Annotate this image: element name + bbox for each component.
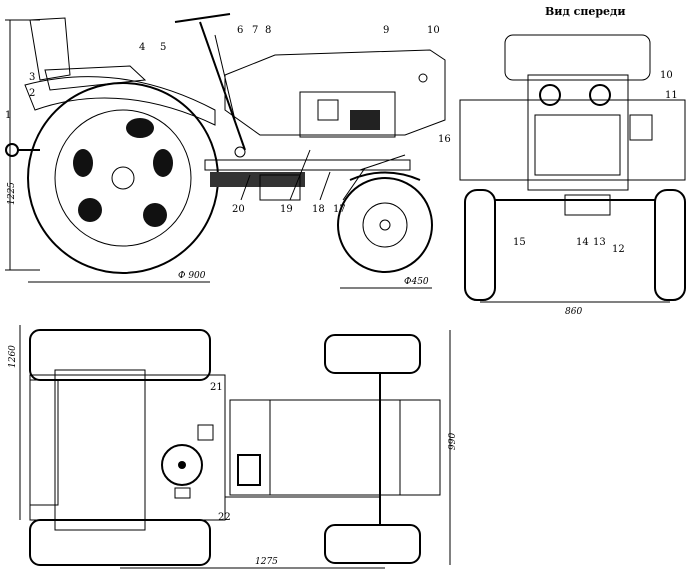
- top-front-wheel-lower: [324, 524, 421, 564]
- front-fender: [349, 171, 421, 181]
- callout-20: 20: [232, 204, 245, 215]
- front-right-wheel: [654, 189, 686, 301]
- callout-8: 8: [265, 25, 271, 36]
- front-view: Вид спереди 860 10 11 12 13 14 15: [459, 5, 686, 317]
- dim-length-top: 990: [448, 433, 458, 450]
- callout-19: 19: [280, 204, 293, 215]
- callout-18: 18: [312, 204, 325, 215]
- front-view-title: Вид спереди: [545, 5, 626, 18]
- main-frame: [204, 159, 411, 171]
- callout-10: 10: [427, 25, 440, 36]
- seat-back: [29, 17, 71, 81]
- front-canopy: [504, 34, 651, 81]
- dim-wheelbase: 1275: [255, 557, 278, 567]
- callout-9: 9: [383, 25, 389, 36]
- callout-22: 22: [218, 512, 231, 523]
- dim-height-side: 1225: [7, 182, 17, 205]
- callout-10-front: 10: [660, 70, 673, 81]
- callout-3: 3: [29, 72, 35, 83]
- top-steering-wheel: [161, 444, 203, 486]
- front-wheel-tyre: [337, 177, 433, 273]
- callout-17: 17: [333, 204, 346, 215]
- front-left-wheel: [464, 189, 496, 301]
- top-hood-panel: [269, 399, 401, 496]
- callout-7: 7: [252, 25, 258, 36]
- side-view: 1225 Ф 900 Ф450 1 2 3 4 5 6 7 8 9 10 16 …: [5, 13, 451, 289]
- callout-16: 16: [438, 134, 451, 145]
- headlight-right: [589, 84, 611, 106]
- engine-block: [299, 91, 396, 138]
- dim-rear-wheel: Ф 900: [178, 271, 206, 281]
- callout-13: 13: [593, 237, 606, 248]
- callout-15: 15: [513, 237, 526, 248]
- rear-hitch: [5, 143, 19, 157]
- steering-column: [199, 21, 246, 151]
- front-wheel-rim: [362, 202, 408, 248]
- dim-track-front: 860: [565, 307, 582, 317]
- callout-2: 2: [29, 88, 35, 99]
- callout-11: 11: [665, 90, 678, 101]
- top-front-wheel-upper: [324, 334, 421, 374]
- callout-6: 6: [237, 25, 243, 36]
- top-hood: [229, 399, 441, 496]
- dim-width-top: 1260: [8, 345, 18, 368]
- callout-5: 5: [160, 42, 166, 53]
- rear-wheel-tyre: [27, 82, 219, 274]
- front-body: [459, 99, 686, 181]
- headlight-left: [539, 84, 561, 106]
- top-view: 1260 990 1275 21 22: [8, 325, 458, 569]
- radiator-housing: [527, 74, 629, 191]
- callout-4: 4: [139, 42, 145, 53]
- radiator-grille: [534, 114, 621, 176]
- top-rear-wheel-lower: [29, 519, 211, 566]
- callout-14: 14: [576, 237, 589, 248]
- dim-front-wheel: Ф450: [404, 277, 429, 287]
- rear-fender: [24, 76, 216, 126]
- engine-hood: [224, 49, 446, 136]
- top-seat: [54, 369, 146, 531]
- top-rear-wheel-upper: [29, 329, 211, 381]
- callout-21: 21: [210, 382, 223, 393]
- fuel-cap: [418, 73, 428, 83]
- seat-cushion: [44, 65, 147, 91]
- top-rear-deck: [29, 374, 226, 521]
- callout-12: 12: [612, 244, 625, 255]
- callout-1: 1: [5, 110, 11, 121]
- rear-wheel-rim: [54, 109, 192, 247]
